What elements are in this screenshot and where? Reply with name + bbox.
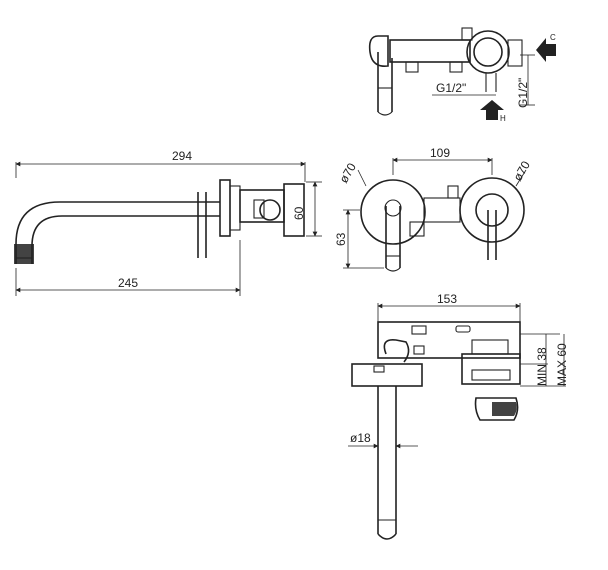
thread-label-right: G1/2" <box>516 78 530 108</box>
dim-spout-reach: 245 <box>118 276 138 290</box>
section-lever <box>474 397 519 421</box>
dim-spout-diameter: ø18 <box>350 431 371 445</box>
section-spout-tip <box>377 533 397 540</box>
dim-overall-length: 294 <box>172 149 192 163</box>
hot-inlet-arrow-icon <box>480 100 504 120</box>
section-rosette <box>351 363 423 387</box>
dim-plate-height: 60 <box>292 206 306 220</box>
dim-spout-height: 63 <box>334 232 348 246</box>
box-cartridge-seat <box>471 339 509 355</box>
front-nipple <box>447 185 459 199</box>
top-connector-right <box>449 61 463 73</box>
section-mixer-cap-inner <box>471 369 511 381</box>
top-spout <box>377 52 393 112</box>
box-connector-c <box>413 345 425 355</box>
top-inlet-block <box>507 39 523 67</box>
wall-plate-step <box>229 185 241 231</box>
section-lever-shade <box>492 402 517 416</box>
top-spout-end <box>377 111 393 116</box>
right-diameter-leader <box>515 169 527 187</box>
dim-body-width: 153 <box>437 292 457 306</box>
aerator <box>14 244 34 264</box>
front-body <box>423 197 461 223</box>
right-rosette <box>459 177 525 243</box>
dim-right-diameter: ø70 <box>510 158 533 183</box>
front-view: 109 ø70 ø70 63 <box>334 146 533 272</box>
section-rosette-mark <box>373 365 385 373</box>
top-mixer-inner <box>473 37 503 67</box>
top-connector-left <box>405 61 419 73</box>
front-spout-end <box>385 267 401 272</box>
spout-outer <box>15 201 220 264</box>
top-view: G1/2" G1/2" C H <box>368 27 556 123</box>
section-view: 153 MIN 38 MAX 60 ø18 <box>348 292 569 540</box>
dim-depth-min: MIN 38 <box>535 347 549 386</box>
thread-label-left: G1/2" <box>436 81 466 95</box>
cold-inlet-arrow-icon <box>536 38 556 62</box>
box-connector-a <box>411 325 427 335</box>
valve-cartridge <box>253 199 265 219</box>
cold-label: C <box>550 33 556 42</box>
left-diameter-leader <box>357 169 367 187</box>
top-body-bar <box>389 39 471 63</box>
top-mixer-outer <box>466 30 510 74</box>
rear-box <box>283 183 305 237</box>
dim-center-distance: 109 <box>430 146 450 160</box>
section-spout-elbow <box>383 338 410 363</box>
left-rosette <box>360 179 426 245</box>
valve-nut <box>259 199 281 221</box>
concealed-box <box>377 321 521 359</box>
front-spout <box>385 206 401 268</box>
wall-plate <box>219 179 231 237</box>
spout-inner <box>31 215 220 264</box>
box-connector-b <box>455 325 471 333</box>
left-rosette-hub <box>384 199 402 217</box>
right-rosette-cap <box>475 193 509 227</box>
section-mixer-cap <box>461 353 521 385</box>
dim-left-diameter: ø70 <box>336 160 359 185</box>
front-lower-fitting <box>409 221 425 237</box>
hot-label: H <box>500 114 506 123</box>
top-lever-base <box>368 35 389 68</box>
side-view: 294 60 245 <box>14 149 322 296</box>
dim-depth-max: MAX 60 <box>555 343 569 386</box>
top-nipple <box>461 27 473 41</box>
